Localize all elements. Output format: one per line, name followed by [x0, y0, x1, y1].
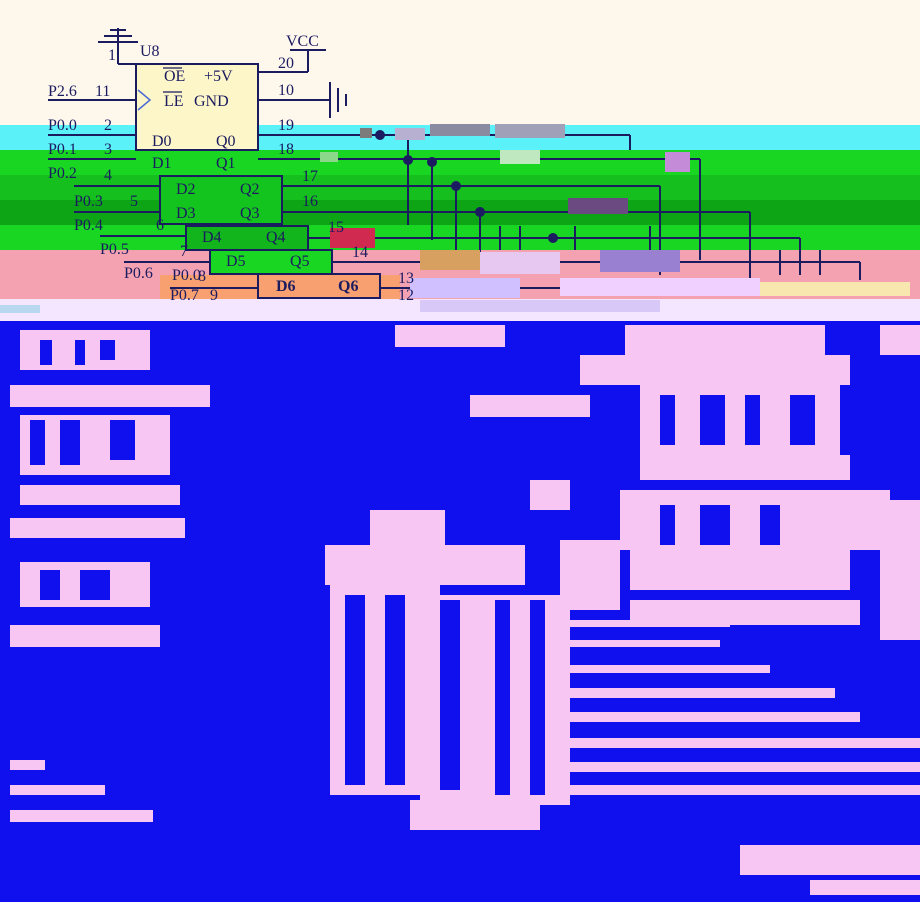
net-label-p0-4: P0.4: [74, 217, 103, 234]
pin-name-d0: D0: [152, 133, 172, 150]
pin-name-d4: D4: [202, 229, 222, 246]
glitch-stripes: [570, 620, 920, 795]
net-labels: P2.6 P0.0 P0.1 P0.2 P0.3 P0.4 P0.5 P0.6 …: [48, 83, 201, 304]
pin-num-2: 2: [104, 117, 112, 134]
pin-num-11: 11: [95, 83, 110, 100]
net-label-p0-6: P0.6: [124, 265, 153, 282]
junction-dots: [375, 130, 558, 243]
wire-noise: [0, 124, 910, 313]
pin-name-q5: Q5: [290, 253, 310, 270]
pin-num-18: 18: [278, 141, 294, 158]
pin-num-15: 15: [328, 219, 344, 236]
pin-labels: OE LE D0 D1 D2 D3 D4 D5 D6 +5V GND Q0 Q1…: [152, 68, 358, 295]
pin-num-12: 12: [398, 287, 414, 304]
pin-numbers: 11 2 3 4 5 6 7 8 9 1 20 10 19 18 17 16 1…: [95, 47, 414, 304]
pin-name-gnd: GND: [194, 93, 229, 110]
net-label-p0-5: P0.5: [100, 241, 129, 258]
pin-num-6: 6: [156, 217, 164, 234]
chip-ref-label: U8: [140, 43, 160, 60]
pin-num-13: 13: [398, 270, 414, 287]
net-label-p0-1: P0.1: [48, 141, 77, 158]
ground-symbol-top: [98, 28, 138, 65]
pin-name-q2: Q2: [240, 181, 260, 198]
pin-num-17: 17: [302, 168, 318, 185]
pin-name-q1: Q1: [216, 155, 236, 172]
net-label-p0-0-ghost: P0.0: [172, 267, 201, 284]
pin-name-q6: Q6: [338, 278, 358, 295]
net-label-p2-6: P2.6: [48, 83, 77, 100]
pin-num-7: 7: [180, 243, 188, 260]
glitch-dither: [30, 340, 815, 795]
pin-num-20: 20: [278, 55, 294, 72]
pin-name-q3: Q3: [240, 205, 260, 222]
net-label-p0-0: P0.0: [48, 117, 77, 134]
pin-name-q0: Q0: [216, 133, 236, 150]
net-label-p0-2: P0.2: [48, 165, 77, 182]
pin-name-d1: D1: [152, 155, 172, 172]
pin-num-19: 19: [278, 117, 294, 134]
pin-name-d2: D2: [176, 181, 196, 198]
net-label-p0-7: P0.7: [170, 287, 199, 304]
pin-num-4: 4: [104, 167, 112, 184]
pin-name-d6: D6: [276, 278, 296, 295]
pin-num-8: 8: [198, 268, 206, 285]
pin-num-14: 14: [352, 244, 368, 261]
pin-num-16: 16: [302, 193, 318, 210]
pin-num-10: 10: [278, 82, 294, 99]
net-label-p0-3: P0.3: [74, 193, 103, 210]
pin-name-q4: Q4: [266, 229, 286, 246]
pin-name-d5: D5: [226, 253, 246, 270]
vcc-label: VCC: [286, 33, 319, 50]
vcc-symbol: [258, 49, 326, 73]
input-wires: [48, 99, 258, 289]
pin-name-d3: D3: [176, 205, 196, 222]
pin-num-1: 1: [108, 47, 116, 64]
pin-num-9: 9: [210, 287, 218, 304]
pin-name-5v: +5V: [204, 68, 233, 85]
pin-name-oe: OE: [164, 68, 185, 85]
pin-name-le: LE: [164, 93, 184, 110]
pin-num-3: 3: [104, 141, 112, 158]
ground-symbol-right: [258, 82, 347, 118]
latch-chip: [135, 63, 381, 299]
pin-num-5: 5: [130, 193, 138, 210]
